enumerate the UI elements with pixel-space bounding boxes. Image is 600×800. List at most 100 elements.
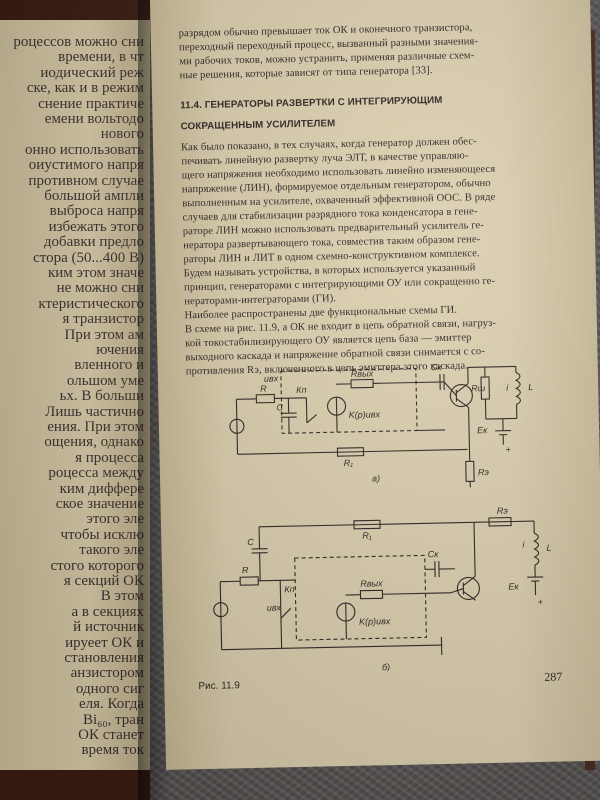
input-source-b: [213, 602, 229, 618]
resistor-r-a: [255, 393, 276, 404]
resistor-rout-b: [359, 589, 384, 600]
text-line: добавки предло: [43, 234, 144, 251]
label-r-a: R: [260, 384, 267, 394]
text-line: онно использовать: [24, 141, 144, 158]
label-rout-a: Rвых: [351, 368, 374, 378]
text-line: 11.4. ГЕНЕРАТОРЫ РАЗВЕРТКИ С ИНТЕГРИРУЮЩ…: [180, 94, 443, 112]
label-ck-b: Ск: [428, 549, 440, 559]
inductor-l-a: [514, 371, 522, 405]
text-line: Bi₆₀, тран: [82, 711, 144, 728]
text-line: а в секциях: [71, 603, 144, 620]
text-line: ольшом уме: [66, 372, 144, 389]
text-line: не можно сни: [56, 280, 144, 297]
paragraph-intro: разрядом обычно превышает ток ОК и оконе…: [179, 19, 568, 83]
text-line: ким диффере: [59, 480, 144, 497]
label-rout-b: Rвых: [360, 578, 383, 588]
label-kn-b: Кп: [284, 584, 295, 594]
text-line: становления: [64, 650, 144, 666]
text-line: иодический реж: [40, 64, 144, 81]
label-r1-a: R₁: [344, 458, 354, 468]
text-line: нового: [100, 126, 144, 143]
text-line: чтобы исклю: [60, 526, 144, 543]
paragraph-body: Как было показано, в тех случаях, когда …: [181, 133, 574, 379]
text-line: противном случае: [28, 172, 144, 189]
text-line: вленного и: [74, 357, 144, 374]
resistor-re-b: [488, 516, 512, 527]
text-line: стого которого: [50, 557, 144, 574]
text-line: Лишь частично: [45, 403, 144, 420]
text-line: я процесса: [75, 449, 144, 466]
label-c-a: C: [276, 402, 283, 412]
label-ek-a: Eк: [477, 425, 488, 435]
inductor-l-b: [533, 532, 540, 566]
text-line: ируеет ОК и: [65, 634, 144, 651]
label-sub-b: б): [382, 662, 390, 672]
amplifier-block-b: [294, 554, 427, 641]
text-line: большой ампли: [44, 188, 144, 204]
text-line: ске, как и в режим: [26, 80, 144, 97]
label-i-b: i: [522, 539, 525, 549]
resistor-re-a: [465, 460, 475, 483]
text-line: роцесса между: [48, 465, 144, 482]
text-line: При этом ам: [64, 326, 144, 343]
text-line: ОК станет: [78, 727, 144, 743]
text-line: я секций ОК: [63, 573, 144, 589]
text-line: стора (50...400 В): [33, 249, 144, 266]
text-line: емени вольтодо: [44, 111, 144, 127]
right-page-text: разрядом обычно превышает ток ОК и оконе…: [179, 19, 574, 379]
label-plus-b: +: [538, 597, 543, 607]
label-kn-a: Кп: [296, 385, 307, 395]
label-sub-a: а): [372, 473, 380, 483]
text-line: выброса напря: [49, 203, 144, 220]
label-ck-a: Ск: [431, 362, 443, 372]
label-uin-b: uвх: [267, 602, 282, 612]
text-line: времени, в чт: [58, 49, 144, 66]
switch-kn-b: [279, 580, 282, 619]
text-line: ощения, однако: [44, 434, 144, 451]
text-line: время ток: [81, 742, 144, 759]
right-page: разрядом обычно превышает ток ОК и оконе…: [150, 0, 600, 770]
text-line: ское значение: [55, 496, 144, 512]
text-line: В этом: [100, 588, 144, 605]
text-line: ким этом значе: [47, 265, 144, 281]
label-rsh-a: Rш: [471, 383, 486, 393]
circuit-diagram-fig-11-9: R C Кп uвх Rвых K(p)uвх Ск Rш i L Eк + R…: [213, 362, 552, 672]
label-re-b: Rэ: [497, 506, 509, 516]
text-line: такого эле: [79, 542, 144, 559]
page-number: 287: [544, 669, 563, 684]
circuit-a: R C Кп uвх Rвых K(p)uвх Ск Rш i L Eк + R…: [229, 362, 533, 488]
text-line: еля. Когда: [79, 696, 144, 713]
label-l-a: L: [528, 382, 533, 392]
label-plus-a: +: [505, 445, 510, 455]
transistor-b: [456, 576, 480, 601]
label-r1-b: R₁: [362, 530, 372, 540]
figure-caption: Рис. 11.9: [198, 680, 241, 693]
label-c-b: C: [247, 537, 254, 547]
label-source-a: K(p)uвх: [349, 409, 381, 420]
text-line: й источник: [73, 619, 144, 636]
resistor-r1-a: [336, 447, 365, 457]
label-re-a: Rэ: [478, 467, 490, 477]
text-line: избежать этого: [48, 218, 144, 235]
text-line: этого эле: [86, 511, 144, 528]
resistor-r1-b: [353, 519, 381, 530]
label-r-b: R: [242, 565, 249, 575]
switch-kn-a: [305, 397, 308, 423]
text-line: анзистором: [70, 665, 144, 682]
label-source-b: K(p)uвх: [359, 616, 391, 627]
text-line: ктеристического: [38, 295, 144, 312]
resistor-rout-a: [350, 378, 374, 389]
text-line: ючения: [96, 342, 144, 358]
label-i-a: i: [506, 383, 509, 393]
text-line: я транзистор: [62, 311, 144, 328]
amplifier-block-a: [280, 367, 418, 434]
label-uin-a: uвх: [264, 373, 279, 383]
transistor-a: [449, 384, 473, 408]
label-ek-b: Eк: [508, 581, 519, 591]
text-line: снение практиче: [38, 95, 144, 112]
text-line: роцессов можно сни: [13, 34, 144, 50]
circuit-b: R C Кп uвх Rвых K(p)uвх Ск Rэ R₁ i L Eк …: [213, 506, 552, 672]
text-line: ьх. В больши: [59, 388, 144, 405]
resistor-r-b: [239, 576, 259, 586]
